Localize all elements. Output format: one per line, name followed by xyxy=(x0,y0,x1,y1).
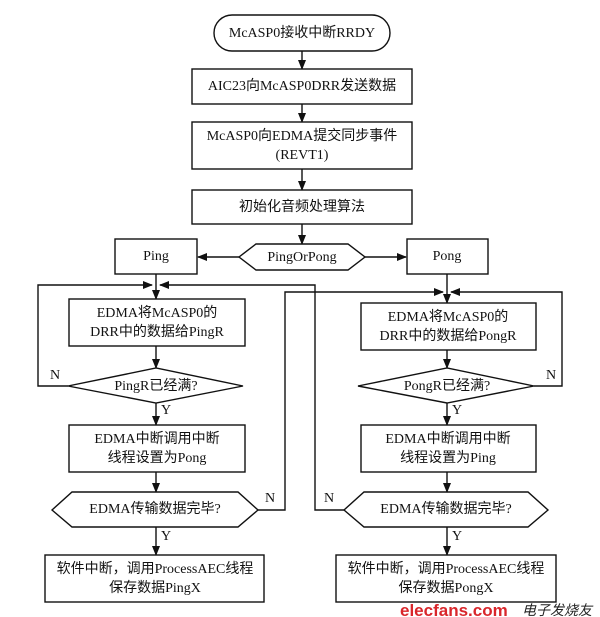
watermark-name: 电子发烧友 xyxy=(522,603,594,617)
pong-label: Pong xyxy=(433,249,462,264)
event-node: McASP0向EDMA提交同步事件 (REVT1) xyxy=(191,121,413,170)
right-done-label: EDMA传输数据完毕? xyxy=(380,501,511,517)
right-transfer-label-2: DRR中的数据给PongR xyxy=(380,328,518,344)
left-full-no-label: N xyxy=(50,368,60,383)
event-label-2: (REVT1) xyxy=(276,148,329,163)
left-irq-label-2: 线程设置为Pong xyxy=(108,450,207,466)
right-soft-label-2: 保存数据PongX xyxy=(399,580,494,596)
left-full-label: PingR已经满? xyxy=(114,378,197,394)
right-soft-label-1: 软件中断，调用ProcessAEC线程 xyxy=(348,561,545,577)
switch-node: PingOrPong xyxy=(237,243,367,271)
left-irq-label-1: EDMA中断调用中断 xyxy=(94,431,219,447)
start-node: McASP0接收中断RRDY xyxy=(213,14,391,52)
right-done-yes-label: Y xyxy=(452,529,462,544)
left-transfer-label-1: EDMA将McASP0的 xyxy=(97,305,218,321)
watermark-logo: elecfans.com 电子发烧友 xyxy=(400,601,594,617)
send-label: AIC23向McASP0DRR发送数据 xyxy=(208,78,396,94)
left-full-yes-label: Y xyxy=(161,403,171,418)
pong-node: Pong xyxy=(406,238,489,275)
right-soft-node: 软件中断，调用ProcessAEC线程 保存数据PongX xyxy=(335,554,557,603)
right-irq-label-2: 线程设置为Ping xyxy=(400,450,496,466)
connectors xyxy=(37,51,563,556)
event-label-1: McASP0向EDMA提交同步事件 xyxy=(207,127,398,144)
left-transfer-node: EDMA将McASP0的 DRR中的数据给PingR xyxy=(68,298,246,347)
right-transfer-node: EDMA将McASP0的 DRR中的数据给PongR xyxy=(360,302,537,351)
right-full-decision: PongR已经满? xyxy=(357,367,535,404)
init-label: 初始化音频处理算法 xyxy=(239,198,365,215)
right-transfer-label-1: EDMA将McASP0的 xyxy=(388,309,509,325)
left-soft-node: 软件中断，调用ProcessAEC线程 保存数据PingX xyxy=(44,554,265,603)
left-transfer-label-2: DRR中的数据给PingR xyxy=(90,324,224,340)
branch-labels: N Y N Y N Y N Y xyxy=(50,368,556,544)
left-soft-label-1: 软件中断，调用ProcessAEC线程 xyxy=(57,561,254,577)
right-full-no-label: N xyxy=(546,368,556,383)
start-label: McASP0接收中断RRDY xyxy=(229,24,375,41)
switch-label: PingOrPong xyxy=(267,250,336,265)
left-done-decision: EDMA传输数据完毕? xyxy=(50,491,260,528)
left-done-yes-label: Y xyxy=(161,529,171,544)
left-irq-node: EDMA中断调用中断 线程设置为Pong xyxy=(68,424,246,473)
ping-node: Ping xyxy=(114,238,198,275)
left-full-decision: PingR已经满? xyxy=(67,367,244,404)
right-irq-label-1: EDMA中断调用中断 xyxy=(385,431,510,447)
right-irq-node: EDMA中断调用中断 线程设置为Ping xyxy=(360,424,537,473)
ping-label: Ping xyxy=(143,249,169,264)
left-done-no-label: N xyxy=(265,491,275,506)
right-done-decision: EDMA传输数据完毕? xyxy=(342,491,550,528)
right-done-no-label: N xyxy=(324,491,334,506)
left-done-label: EDMA传输数据完毕? xyxy=(89,501,220,517)
send-node: AIC23向McASP0DRR发送数据 xyxy=(191,68,413,105)
init-node: 初始化音频处理算法 xyxy=(191,189,413,225)
right-full-label: PongR已经满? xyxy=(404,378,490,394)
left-soft-label-2: 保存数据PingX xyxy=(109,580,201,596)
right-full-yes-label: Y xyxy=(452,403,462,418)
watermark-site: elecfans.com xyxy=(400,601,508,617)
